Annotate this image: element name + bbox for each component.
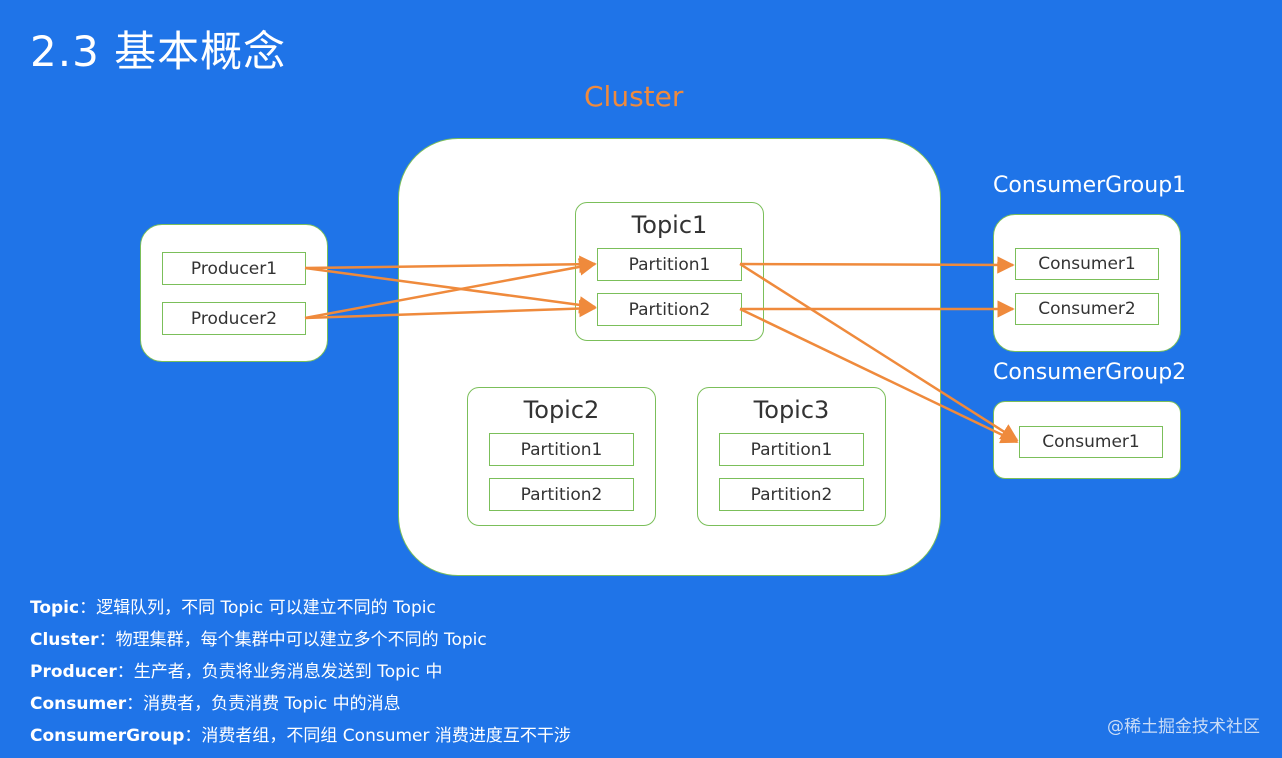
- topic-1-partition-1: Partition1: [597, 248, 742, 281]
- page-title: 2.3 基本概念: [30, 27, 287, 76]
- consumer-group-2: Consumer1: [993, 401, 1181, 479]
- topic-2-partition-2: Partition2: [489, 478, 634, 511]
- topic-3: Topic3 Partition1 Partition2: [697, 387, 886, 526]
- cluster-label: Cluster: [584, 80, 684, 113]
- legend: Topic：逻辑队列，不同 Topic 可以建立不同的 Topic Cluste…: [30, 592, 571, 752]
- topic-1-partition-2: Partition2: [597, 293, 742, 326]
- producer-container: Producer1 Producer2: [140, 224, 328, 362]
- consumer-group-1-consumer-1: Consumer1: [1015, 248, 1159, 280]
- legend-item-producer: Producer：生产者，负责将业务消息发送到 Topic 中: [30, 662, 443, 682]
- topic-2-partition-1: Partition1: [489, 433, 634, 466]
- topic-2: Topic2 Partition1 Partition2: [467, 387, 656, 526]
- consumer-group-1-label: ConsumerGroup1: [993, 173, 1187, 198]
- legend-item-topic: Topic：逻辑队列，不同 Topic 可以建立不同的 Topic: [30, 598, 436, 618]
- legend-item-consumer-group: ConsumerGroup：消费者组，不同组 Consumer 消费进度互不干涉: [30, 726, 571, 746]
- cluster-container: Topic1 Partition1 Partition2 Topic2 Part…: [398, 138, 941, 576]
- topic-2-title: Topic2: [523, 396, 600, 424]
- consumer-group-2-consumer-1: Consumer1: [1019, 426, 1163, 458]
- consumer-group-1: Consumer1 Consumer2: [993, 214, 1181, 352]
- producer-2: Producer2: [162, 302, 306, 335]
- topic-3-title: Topic3: [753, 396, 830, 424]
- topic-3-partition-2: Partition2: [719, 478, 864, 511]
- topic-1: Topic1 Partition1 Partition2: [575, 202, 764, 341]
- topic-3-partition-1: Partition1: [719, 433, 864, 466]
- producer-1: Producer1: [162, 252, 306, 285]
- legend-item-consumer: Consumer：消费者，负责消费 Topic 中的消息: [30, 694, 401, 714]
- legend-item-cluster: Cluster：物理集群，每个集群中可以建立多个不同的 Topic: [30, 630, 487, 650]
- consumer-group-1-consumer-2: Consumer2: [1015, 293, 1159, 325]
- consumer-group-2-label: ConsumerGroup2: [993, 360, 1187, 385]
- topic-1-title: Topic1: [631, 211, 708, 239]
- source-credit: @稀土掘金技术社区: [1107, 717, 1260, 737]
